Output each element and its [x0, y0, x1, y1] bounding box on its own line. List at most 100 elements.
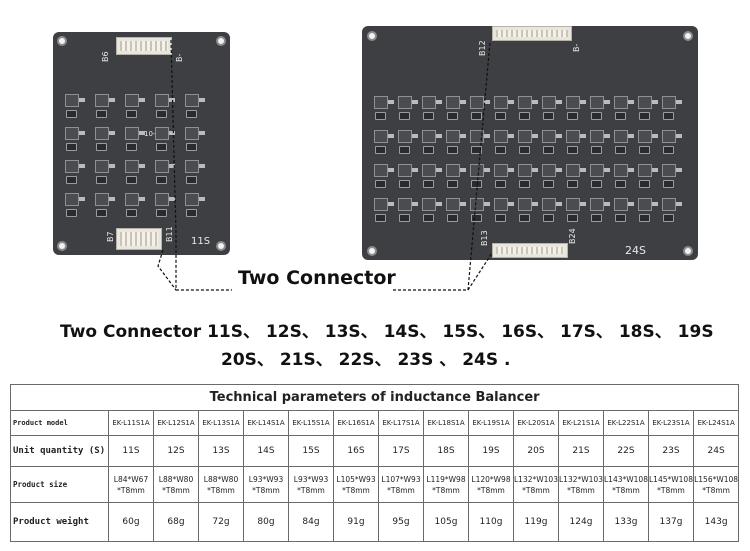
size-thickness: *T8mm [162, 485, 190, 495]
mounting-hole [367, 246, 377, 256]
smd-component [412, 202, 418, 206]
smd-component [484, 100, 490, 104]
inductor-component [518, 164, 532, 177]
row-header-size: Product size [10, 466, 109, 503]
chip-component [186, 209, 197, 217]
chip-component [495, 180, 506, 188]
chip-component [471, 112, 482, 120]
model-cell: EK-L17S1A [378, 410, 424, 436]
inductor-component [614, 198, 628, 211]
chip-component [96, 143, 107, 151]
chip-component [126, 176, 137, 184]
weight-cell: 133g [603, 502, 649, 542]
smd-component [628, 168, 634, 172]
chip-component [423, 112, 434, 120]
chip-component [495, 146, 506, 154]
smd-component [412, 100, 418, 104]
inductor-component [638, 96, 652, 109]
inductor-component [566, 198, 580, 211]
size-thickness: *T8mm [702, 485, 730, 495]
inductor-component [638, 130, 652, 143]
chip-component [96, 209, 107, 217]
inductor-component [470, 198, 484, 211]
chip-component [663, 112, 674, 120]
smd-component [199, 98, 205, 102]
smd-component [79, 98, 85, 102]
inductor-component [518, 130, 532, 143]
chip-component [156, 209, 167, 217]
chip-component [543, 112, 554, 120]
weight-cell: 119g [513, 502, 559, 542]
smd-component [556, 100, 562, 104]
size-cell: L88*W80*T8mm [153, 466, 199, 503]
size-cell: L143*W108*T8mm [603, 466, 649, 503]
size-thickness: *T8mm [612, 485, 640, 495]
chip-component [591, 112, 602, 120]
smd-component [484, 202, 490, 206]
model-cell: EK-L12S1A [153, 410, 199, 436]
pcb-photo-24s: B12 B- B13 B24 24S [362, 26, 698, 260]
smd-component [169, 98, 175, 102]
smd-component [532, 202, 538, 206]
chip-component [423, 146, 434, 154]
chip-component [615, 146, 626, 154]
inductor-component [590, 164, 604, 177]
size-dimensions: L93*W93 [248, 474, 284, 484]
inductor-component [125, 160, 139, 173]
size-thickness: *T8mm [477, 485, 505, 495]
chip-component [519, 180, 530, 188]
smd-component [676, 134, 682, 138]
size-thickness: *T8mm [657, 485, 685, 495]
label-b13: B13 [480, 230, 489, 246]
smd-component [436, 100, 442, 104]
inductor-component [374, 96, 388, 109]
inductor-component [185, 193, 199, 206]
chip-component [519, 112, 530, 120]
smd-component [388, 100, 394, 104]
size-dimensions: L132*W103 [514, 474, 558, 484]
smd-component [604, 134, 610, 138]
chip-component [567, 112, 578, 120]
inductor-component [446, 96, 460, 109]
inductor-component [65, 193, 79, 206]
inductor-component [590, 130, 604, 143]
smd-component [139, 131, 145, 135]
model-cell: EK-L15S1A [288, 410, 334, 436]
smd-component [109, 164, 115, 168]
smd-component [604, 202, 610, 206]
quantity-cell: 23S [648, 435, 694, 467]
inductor-component [95, 94, 109, 107]
inductor-component [398, 164, 412, 177]
smd-component [556, 168, 562, 172]
chip-component [399, 180, 410, 188]
smd-component [508, 100, 514, 104]
inductor-component [65, 160, 79, 173]
inductor-component [185, 160, 199, 173]
inductor-component [65, 94, 79, 107]
chip-component [615, 214, 626, 222]
size-thickness: *T8mm [432, 485, 460, 495]
inductor-component [590, 198, 604, 211]
chip-component [66, 143, 77, 151]
smd-component [508, 202, 514, 206]
chip-component [126, 143, 137, 151]
smd-component [412, 168, 418, 172]
size-dimensions: L119*W98 [426, 474, 466, 484]
row-header-weight: Product weight [10, 502, 109, 542]
mounting-hole [216, 241, 226, 251]
chip-component [471, 146, 482, 154]
smd-component [508, 168, 514, 172]
size-cell: L105*W93*T8mm [333, 466, 379, 503]
bottom-connector [492, 243, 568, 258]
label-b6: B6 [101, 51, 110, 62]
size-dimensions: L84*W67 [113, 474, 149, 484]
inductor-component [65, 127, 79, 140]
size-cell: L120*W98*T8mm [468, 466, 514, 503]
chip-component [156, 143, 167, 151]
inductor-component [374, 164, 388, 177]
smd-component [460, 202, 466, 206]
size-thickness: *T8mm [522, 485, 550, 495]
chip-component [591, 146, 602, 154]
inductor-component [542, 164, 556, 177]
smd-component [628, 134, 634, 138]
